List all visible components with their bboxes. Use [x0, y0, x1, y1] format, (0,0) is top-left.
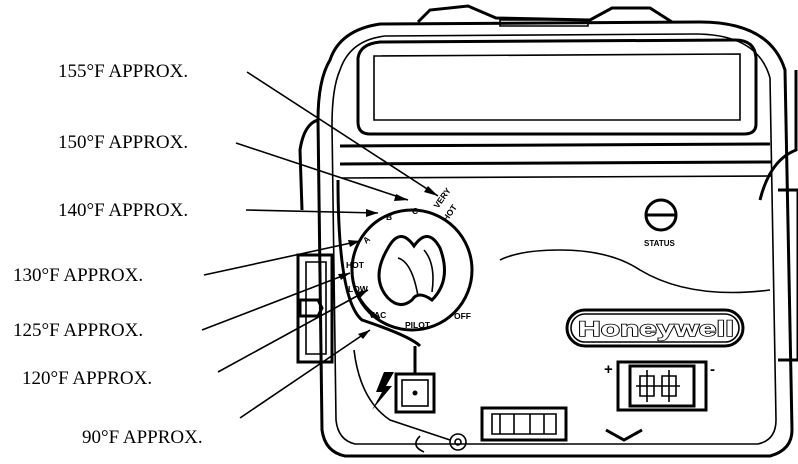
dial-knob[interactable] [377, 235, 446, 306]
dial-label-a: A [361, 234, 372, 246]
callout-130f: 130°F APPROX. [13, 265, 143, 286]
callout-120f: 120°F APPROX. [22, 368, 152, 389]
lightning-bolt-icon [372, 372, 394, 410]
dial-label-off: OFF [454, 311, 471, 321]
callout-125f: 125°F APPROX. [13, 320, 143, 341]
dial-label-hot-setting: HOT [346, 260, 365, 270]
dial-label-b: B [386, 212, 392, 222]
callout-leaders [201, 71, 439, 419]
terminal-plus: + [604, 361, 613, 378]
callout-90f: 90°F APPROX. [82, 427, 203, 448]
dial-label-pilot: PILOT [405, 320, 431, 330]
terminal-minus: - [710, 361, 715, 378]
status-led-icon [644, 198, 678, 232]
temperature-dial[interactable] [350, 208, 474, 332]
brand-plate [565, 308, 745, 348]
callout-155f: 155°F APPROX. [58, 61, 188, 82]
callout-140f: 140°F APPROX. [58, 200, 188, 221]
electrical-connector-icon [616, 360, 708, 412]
igniter-button [394, 346, 436, 414]
dial-label-c: C [412, 206, 418, 216]
status-label: STATUS [644, 239, 675, 248]
dial-scale-arc [351, 274, 381, 319]
brand-logo: Honeywell [578, 318, 734, 341]
dial-outer-ring [350, 208, 474, 332]
dial-label-hot: HOT [440, 202, 459, 223]
dial-label-vac: VAC [369, 310, 386, 320]
gas-valve-body [296, 4, 798, 458]
dial-label-low: LOW [348, 284, 369, 294]
callout-150f: 150°F APPROX. [58, 132, 188, 153]
